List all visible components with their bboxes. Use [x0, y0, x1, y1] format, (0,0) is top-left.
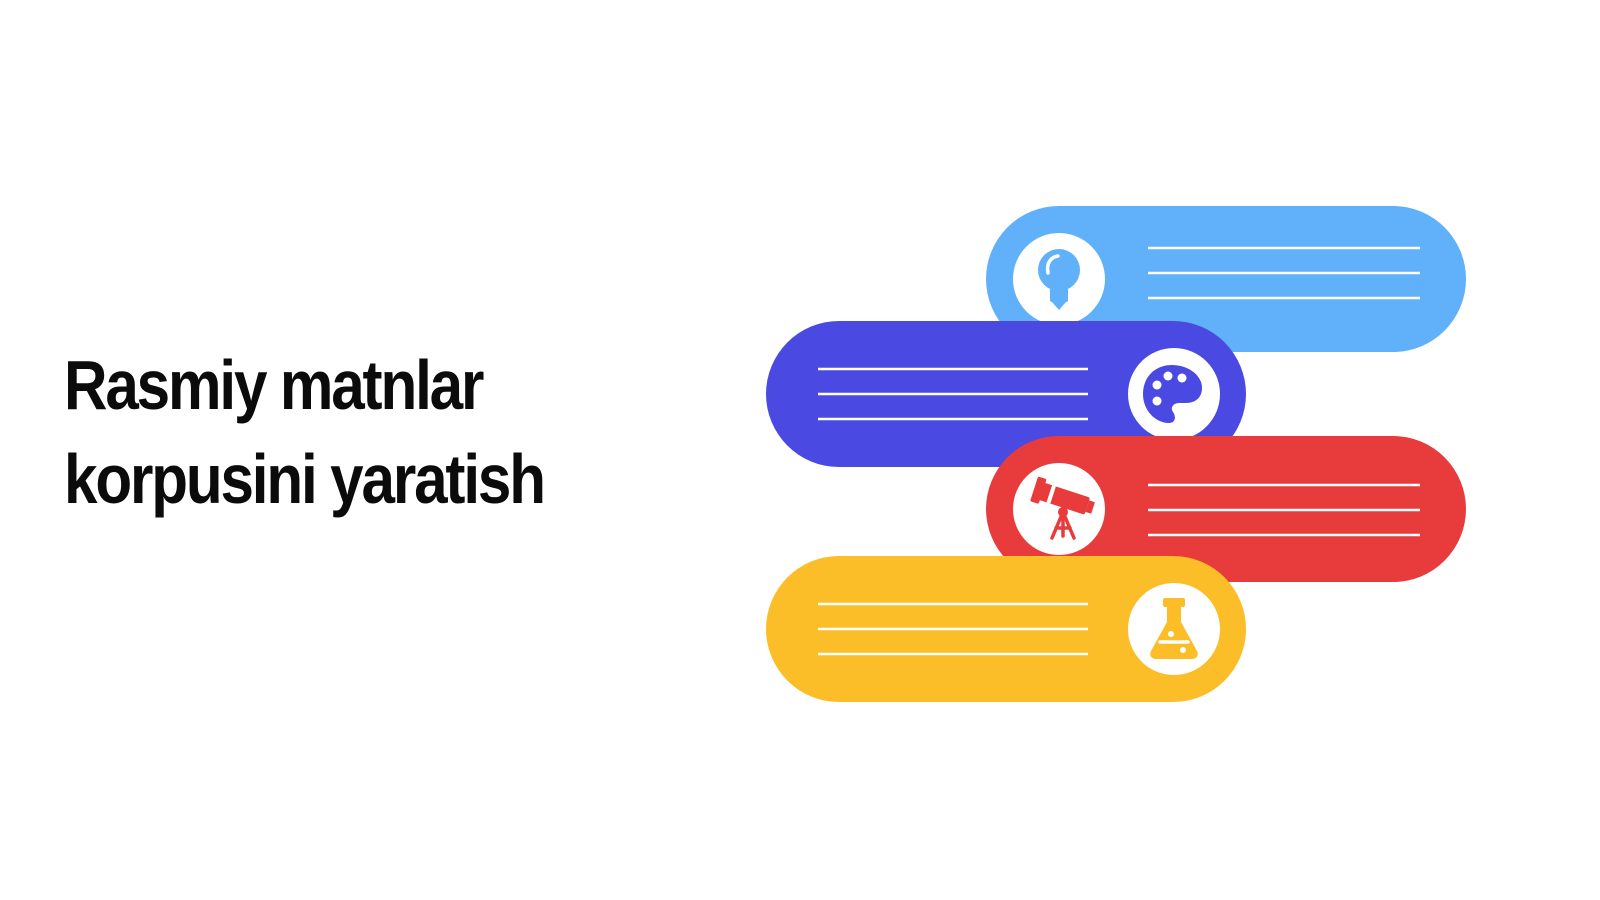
slide-title-line-1: Rasmiy matnlar: [64, 346, 484, 424]
lightbulb-icon: [1038, 249, 1080, 310]
palette-icon: [1143, 365, 1202, 423]
slide-title-line-2: korpusini yaratish: [64, 440, 546, 518]
flask-icon: [1150, 598, 1198, 659]
telescope-icon: [1030, 476, 1095, 540]
infographic-item-1: [986, 206, 1466, 352]
infographic-item-4: [766, 556, 1246, 702]
text-lines-4: [818, 602, 1088, 656]
slide-title: Rasmiy matnlar korpusini yaratish: [64, 338, 597, 526]
text-lines-3: [1148, 483, 1420, 537]
infographic-item-2: [766, 321, 1246, 467]
text-lines-1: [1148, 246, 1420, 300]
text-lines-2: [818, 367, 1088, 421]
